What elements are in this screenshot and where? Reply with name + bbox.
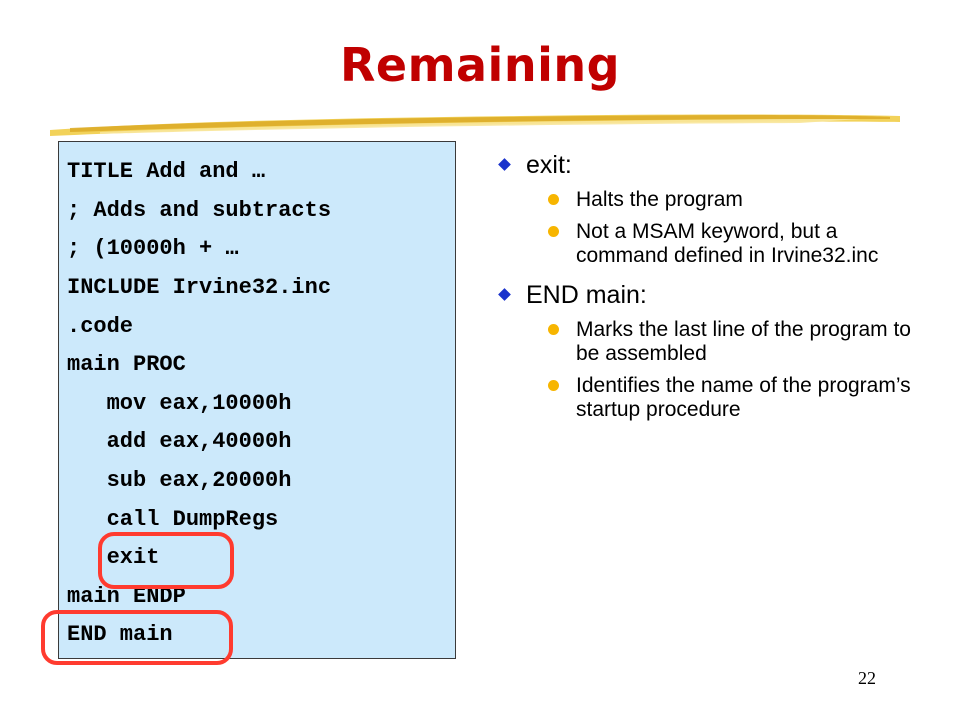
slide-title: Remaining [339, 38, 621, 92]
code-line: exit [67, 545, 160, 570]
dot-bullet-icon [548, 194, 559, 205]
note-item: Identifies the name of the program’s sta… [498, 374, 918, 422]
code-line: mov eax,10000h [67, 391, 292, 416]
highlight-circle-exit [98, 532, 234, 589]
note-item-text: Marks the last line of the program to be… [576, 318, 911, 365]
diamond-bullet-icon [498, 158, 511, 171]
code-line: ; (10000h + … [67, 236, 239, 261]
dot-bullet-icon [548, 380, 559, 391]
highlight-circle-end-main [41, 610, 233, 665]
note-heading: END main: [498, 280, 918, 310]
code-line: ; Adds and subtracts [67, 198, 332, 223]
code-line: call DumpRegs [67, 507, 279, 532]
code-line: main PROC [67, 352, 186, 377]
code-line: add eax,40000h [67, 429, 292, 454]
note-heading: exit: [498, 150, 918, 180]
code-line: sub eax,20000h [67, 468, 292, 493]
dot-bullet-icon [548, 226, 559, 237]
note-item: Marks the last line of the program to be… [498, 318, 918, 366]
code-line: END main [67, 622, 173, 647]
note-heading-text: exit: [526, 151, 572, 179]
notes-list: exit: Halts the program Not a MSAM keywo… [498, 150, 918, 430]
note-item-text: Halts the program [576, 188, 743, 211]
page-number: 22 [858, 668, 876, 688]
note-item: Not a MSAM keyword, but a command define… [498, 220, 918, 268]
note-heading-text: END main: [526, 281, 647, 309]
code-line: TITLE Add and … [67, 159, 266, 184]
code-line: INCLUDE Irvine32.inc [67, 275, 332, 300]
note-item-text: Not a MSAM keyword, but a command define… [576, 220, 879, 267]
diamond-bullet-icon [498, 288, 511, 301]
code-listing-box: TITLE Add and … ; Adds and subtracts ; (… [58, 141, 456, 659]
note-item: Halts the program [498, 188, 918, 212]
dot-bullet-icon [548, 324, 559, 335]
note-item-text: Identifies the name of the program’s sta… [576, 374, 911, 421]
title-underline-brushstroke [50, 114, 900, 136]
code-line: .code [67, 314, 134, 339]
